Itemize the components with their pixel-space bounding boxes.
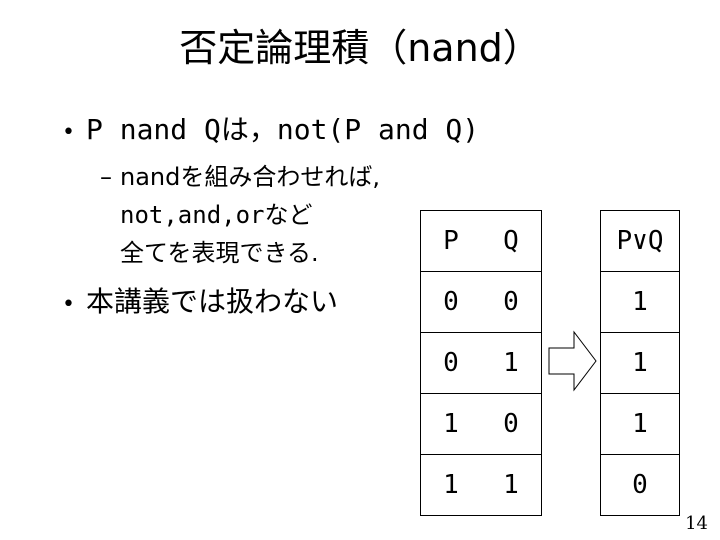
bullet-text: P nand Qは，not(P and Q) bbox=[86, 113, 480, 146]
table-header-row: P∨Q bbox=[600, 210, 680, 272]
bullet-text: 本講義では扱わない bbox=[86, 285, 339, 318]
cell: 0 bbox=[481, 393, 542, 455]
cell: 0 bbox=[481, 271, 542, 333]
cell: 1 bbox=[600, 393, 680, 455]
table-row: 1 bbox=[600, 393, 680, 455]
table-header-row: P Q bbox=[420, 210, 542, 272]
cell: 1 bbox=[600, 271, 680, 333]
page-number: 14 bbox=[685, 513, 708, 534]
bullet-nand-definition: • P nand Qは，not(P and Q) bbox=[62, 110, 479, 153]
cell: 1 bbox=[481, 332, 542, 394]
sub-line-2: not,and,orなど bbox=[120, 201, 313, 229]
header-cell-p: P bbox=[420, 210, 481, 272]
truth-table-inputs: P Q 0 0 0 1 1 0 1 1 bbox=[420, 210, 542, 516]
cell: 0 bbox=[420, 271, 481, 333]
bullet-dot: • bbox=[62, 120, 75, 145]
truth-table-result: P∨Q 1 1 1 0 bbox=[600, 210, 680, 516]
sub-line-3: 全てを表現できる. bbox=[120, 239, 319, 267]
table-row: 1 bbox=[600, 271, 680, 333]
table-row: 1 1 bbox=[420, 454, 542, 516]
cell: 1 bbox=[481, 454, 542, 516]
bullet-not-covered: • 本講義では扱わない bbox=[62, 282, 338, 325]
header-cell-result: P∨Q bbox=[600, 210, 680, 272]
table-row: 0 bbox=[600, 454, 680, 516]
cell: 0 bbox=[600, 454, 680, 516]
cell: 1 bbox=[600, 332, 680, 394]
dash-marker: – bbox=[100, 163, 112, 191]
cell: 1 bbox=[420, 393, 481, 455]
cell: 0 bbox=[420, 332, 481, 394]
sub-line-1: nandを組み合わせれば, bbox=[120, 163, 380, 191]
table-row: 0 1 bbox=[420, 332, 542, 394]
table-row: 0 0 bbox=[420, 271, 542, 333]
slide-title: 否定論理積（nand） bbox=[179, 26, 541, 70]
table-row: 1 0 bbox=[420, 393, 542, 455]
sub-bullet: –nandを組み合わせれば, not,and,orなど 全てを表現できる. bbox=[100, 158, 380, 272]
bullet-dot: • bbox=[62, 292, 75, 317]
cell: 1 bbox=[420, 454, 481, 516]
table-row: 1 bbox=[600, 332, 680, 394]
right-arrow-icon bbox=[548, 330, 597, 392]
header-cell-q: Q bbox=[481, 210, 542, 272]
